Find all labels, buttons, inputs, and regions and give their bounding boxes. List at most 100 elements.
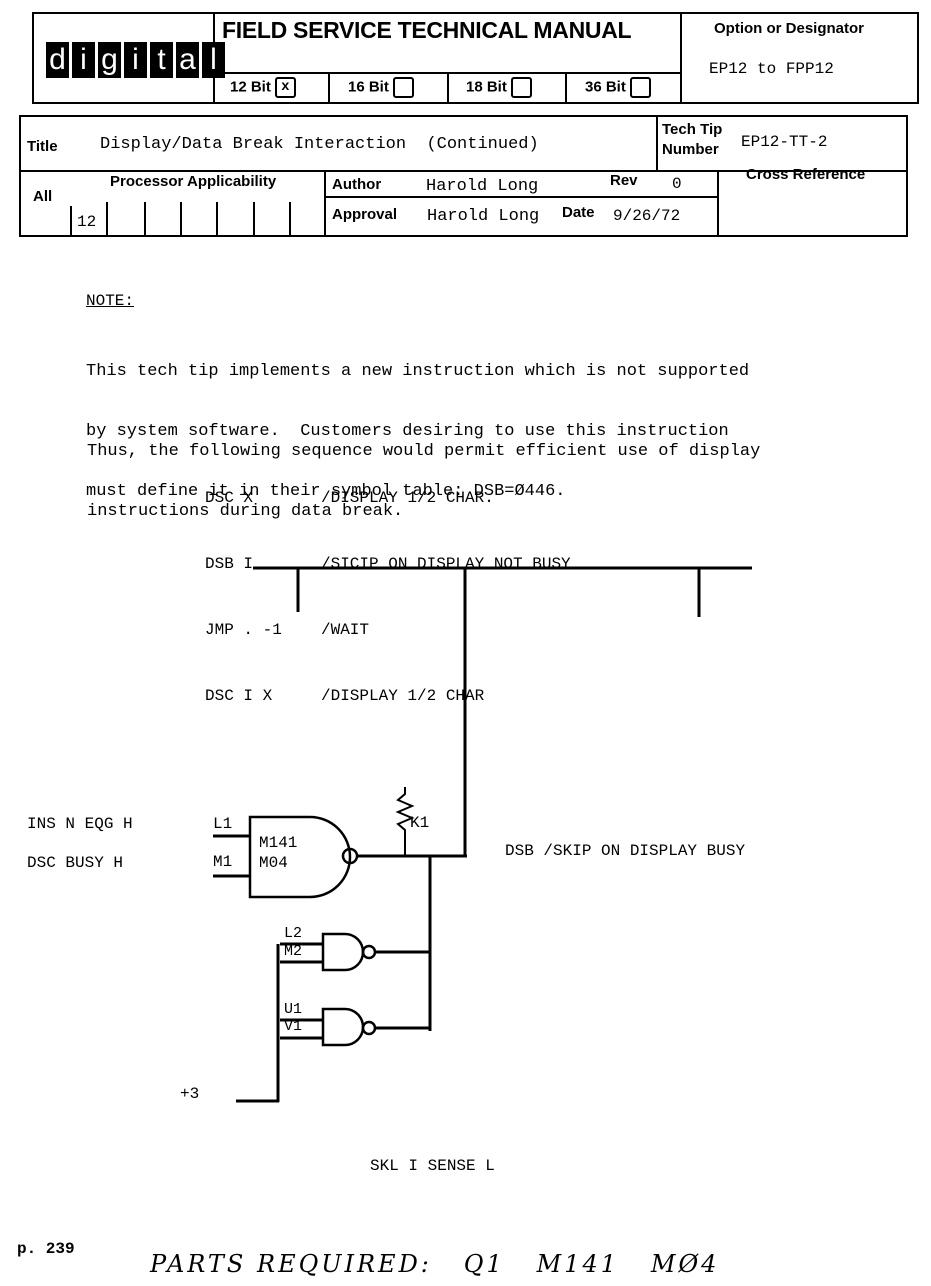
pin-m1: M1 bbox=[213, 853, 233, 871]
supply-label: +3 bbox=[180, 1085, 200, 1103]
pin-v1: V1 bbox=[284, 1018, 303, 1035]
bit-label: 16 Bit bbox=[348, 78, 389, 96]
techtip-label-line: Number bbox=[662, 141, 719, 158]
code-comment: /DISPLAY 1/2 CHAR. bbox=[321, 489, 494, 507]
bits-divider bbox=[565, 72, 567, 104]
bit-label: 18 Bit bbox=[466, 78, 507, 96]
pin-l1: L1 bbox=[213, 815, 233, 833]
info-row-line bbox=[19, 170, 908, 172]
processor-box-divider bbox=[289, 202, 291, 236]
info-divider-crossref bbox=[717, 170, 719, 237]
bit-label: 36 Bit bbox=[585, 78, 626, 96]
date-value: 9/26/72 bbox=[613, 207, 681, 225]
option-label: Option or Designator bbox=[714, 20, 864, 37]
thus-paragraph: Thus, the following sequence would permi… bbox=[87, 402, 760, 542]
bit-label: 12 Bit bbox=[230, 78, 271, 96]
note-line: must define it in their symbol table: DS… bbox=[86, 482, 566, 501]
page-number: p. 239 bbox=[17, 1240, 75, 1258]
bits-divider bbox=[328, 72, 330, 104]
bit-checkbox-36[interactable] bbox=[629, 77, 651, 98]
input-label-1: INS N EQG H bbox=[27, 815, 133, 833]
processor-box-divider bbox=[144, 202, 146, 236]
bit-checkbox-18[interactable] bbox=[510, 77, 532, 98]
manual-title: FIELD SERVICE TECHNICAL MANUAL bbox=[222, 17, 632, 43]
author-label: Author bbox=[332, 176, 382, 193]
title-value: Display/Data Break Interaction (Continue… bbox=[100, 135, 539, 154]
author-value: Harold Long bbox=[426, 177, 539, 196]
note-line: by system software. Customers desiring t… bbox=[86, 422, 729, 441]
nand-gate-2 bbox=[321, 932, 365, 972]
code-line: DSC X/DISPLAY 1/2 CHAR. bbox=[205, 487, 571, 509]
header-divider-option bbox=[680, 12, 682, 104]
nand-gate-3-bubble bbox=[361, 1020, 377, 1036]
logo-letter: l bbox=[202, 42, 225, 78]
title-label: Title bbox=[27, 138, 58, 155]
info-box bbox=[19, 115, 908, 237]
resistor-k1 bbox=[395, 787, 415, 856]
processor-box-divider bbox=[180, 202, 182, 236]
techtip-label: Tech Tip Number bbox=[662, 120, 722, 160]
bit-option-16: 16 Bit bbox=[348, 77, 414, 98]
sense-label: SKL I SENSE L bbox=[370, 1157, 495, 1175]
crossref-label: Cross Reference bbox=[746, 166, 866, 183]
processor-boxes bbox=[70, 198, 325, 236]
gate-1-label-line: M141 bbox=[259, 834, 298, 852]
code-instr: DSC I X bbox=[205, 687, 273, 705]
pin-m2: M2 bbox=[284, 943, 303, 960]
info-divider-author bbox=[324, 170, 326, 237]
logo-letter: g bbox=[98, 42, 121, 78]
nand-gate-2-bubble bbox=[361, 944, 377, 960]
processor-box-divider bbox=[70, 206, 72, 236]
note-heading: NOTE: bbox=[86, 292, 135, 310]
option-value: EP12 to FPP12 bbox=[709, 60, 834, 78]
logo-letter: i bbox=[72, 42, 95, 78]
processor-box-divider bbox=[106, 202, 108, 236]
note-paragraph: This tech tip implements a new instructi… bbox=[86, 322, 749, 522]
processor-box-divider bbox=[253, 202, 255, 236]
thus-line: Thus, the following sequence would permi… bbox=[87, 442, 761, 461]
pin-u1: U1 bbox=[284, 1001, 303, 1018]
logo-letter: d bbox=[46, 42, 69, 78]
bit-checkbox-12[interactable]: x bbox=[274, 77, 296, 98]
info-divider-techtip bbox=[656, 115, 658, 172]
nand-gate-3 bbox=[321, 1007, 365, 1047]
gate-1-label-line: M04 bbox=[259, 854, 288, 872]
gate-1-label: M141 M04 bbox=[259, 833, 297, 873]
rev-label: Rev bbox=[610, 172, 638, 189]
logo-letter: a bbox=[176, 42, 199, 78]
input-label-2: DSC BUSY H bbox=[27, 854, 124, 872]
note-line: This tech tip implements a new instructi… bbox=[86, 362, 750, 381]
techtip-value: EP12-TT-2 bbox=[741, 133, 828, 151]
code-comment: /WAIT bbox=[321, 621, 370, 639]
techtip-label-line: Tech Tip bbox=[662, 121, 723, 138]
date-label: Date bbox=[562, 204, 595, 221]
digital-logo: d i g i t a l bbox=[46, 42, 225, 78]
rev-value: 0 bbox=[672, 175, 682, 193]
bits-divider bbox=[447, 72, 449, 104]
pin-l2: L2 bbox=[284, 925, 303, 942]
nand-gate-1 bbox=[248, 815, 352, 899]
code-instr: DSB I bbox=[205, 555, 254, 573]
code-instr: DSC X bbox=[205, 489, 254, 507]
parts-required-handwritten: PARTS REQUIRED: Q1 M141 MØ4 bbox=[150, 1250, 720, 1278]
approval-label: Approval bbox=[332, 206, 398, 223]
author-approval-line bbox=[324, 196, 718, 198]
approval-value: Harold Long bbox=[427, 207, 540, 226]
bit-option-18: 18 Bit bbox=[466, 77, 532, 98]
header-box bbox=[32, 12, 919, 104]
output-label: DSB /SKIP ON DISPLAY BUSY bbox=[505, 842, 746, 860]
thus-line: instructions during data break. bbox=[87, 502, 404, 521]
processor-label: Processor Applicability bbox=[110, 173, 277, 190]
bit-checkbox-16[interactable] bbox=[392, 77, 414, 98]
bit-option-36: 36 Bit bbox=[585, 77, 651, 98]
processor-value: 12 bbox=[77, 213, 97, 231]
processor-box-divider bbox=[216, 202, 218, 236]
logo-letter: t bbox=[150, 42, 173, 78]
code-line: JMP . -1/WAIT bbox=[205, 619, 571, 641]
resistor-label: K1 bbox=[410, 814, 430, 832]
logo-letter: i bbox=[124, 42, 147, 78]
code-instr: JMP . -1 bbox=[205, 621, 282, 639]
all-label: All bbox=[33, 188, 53, 205]
